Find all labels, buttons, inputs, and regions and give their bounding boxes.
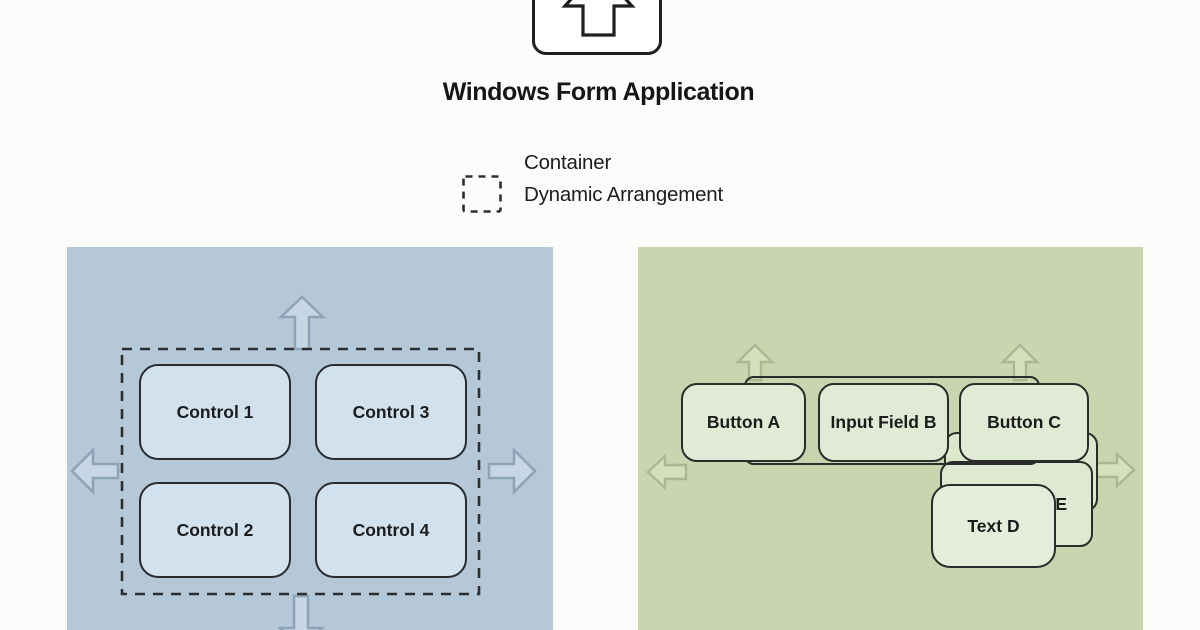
expand-right-arrow-icon — [487, 446, 537, 496]
panel-anchored-layout: Control 1 Control 3 Control 2 Control 4 — [67, 247, 553, 630]
button-a-label: Button A — [706, 412, 781, 432]
dashed-container-outline — [120, 347, 481, 596]
expand-left-arrow-icon — [70, 446, 120, 496]
stacked-box-text-d: Text D — [931, 484, 1056, 568]
control-box-4-label: Control 4 — [352, 519, 430, 540]
control-box-2-label: Control 2 — [176, 519, 254, 540]
up-arrow-glyph — [561, 0, 636, 37]
legend-text: Container Dynamic Arrangement — [524, 147, 723, 211]
flow-left-arrow-icon — [646, 453, 688, 491]
flow-up-arrow-left-icon — [735, 343, 775, 382]
dashed-container-swatch-icon — [462, 175, 502, 213]
input-field-b-label: Input Field B — [830, 412, 937, 432]
expand-up-arrow-icon — [277, 295, 327, 351]
control-box-2: Control 2 — [139, 482, 291, 578]
button-a-box: Button A — [681, 383, 806, 462]
flow-up-arrow-right-icon — [1000, 343, 1040, 382]
control-box-3-label: Control 3 — [352, 401, 430, 422]
stacked-box-text-d-label: Text D — [967, 515, 1020, 536]
page-title: Windows Form Application — [442, 78, 755, 106]
input-field-b-box: Input Field B — [818, 383, 949, 462]
flow-right-arrow-icon — [1094, 451, 1136, 489]
control-box-1: Control 1 — [139, 364, 291, 460]
panel-flow-layout: E Button A Input Field B Button C Text D — [638, 247, 1143, 630]
control-box-1-label: Control 1 — [176, 401, 254, 422]
stacked-box-e-label: E — [1055, 493, 1067, 514]
legend-line-container: Container — [524, 151, 612, 174]
legend-line-dynamic-arrangement: Dynamic Arrangement — [524, 183, 724, 206]
window-icon — [532, 0, 662, 55]
control-box-3: Control 3 — [315, 364, 467, 460]
expand-down-arrow-icon — [276, 594, 326, 630]
control-box-4: Control 4 — [315, 482, 467, 578]
button-c-label: Button C — [987, 412, 1061, 432]
button-c-box: Button C — [959, 383, 1089, 462]
